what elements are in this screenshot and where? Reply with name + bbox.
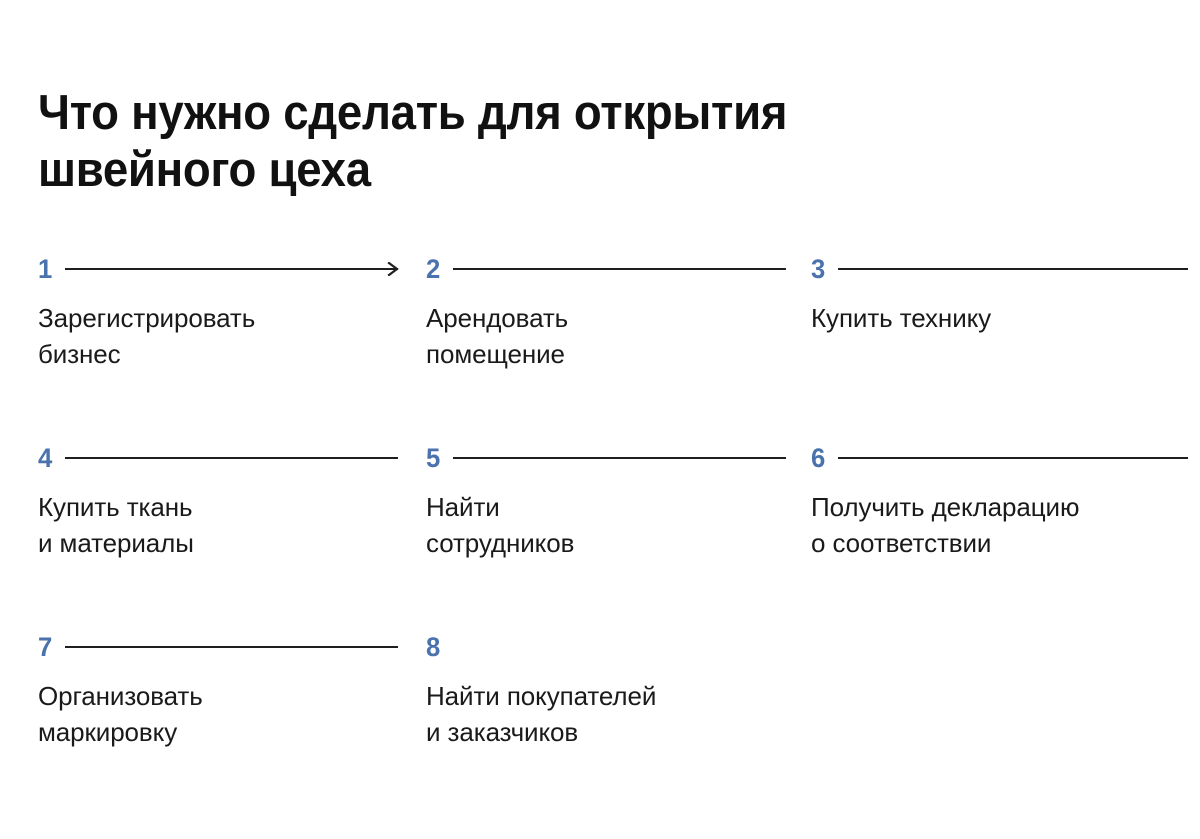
step-7-label: Организовать маркировку (38, 681, 203, 747)
step-6-label: Получить декларацию о соответствии (811, 492, 1080, 558)
step-2-number: 2 (426, 253, 441, 284)
steps-row-3: 7 Организовать маркировку 8 Найти по (0, 630, 1200, 819)
step-7-connector-line (65, 639, 399, 655)
step-3-header: 3 (811, 252, 1191, 286)
step-item-4[interactable]: 4 Купить ткань и материалы (38, 441, 410, 561)
step-5-connector-line (453, 450, 787, 466)
step-2-connector-line (453, 261, 787, 277)
step-3-connector-line (838, 261, 1189, 277)
page-title: Что нужно сделать для открытия швейного … (38, 85, 788, 198)
step-5-label: Найти сотрудников (426, 492, 575, 558)
step-7-header: 7 (38, 630, 410, 664)
step-5-header: 5 (426, 441, 798, 475)
step-4-number: 4 (38, 442, 53, 473)
step-4-connector-line (65, 450, 399, 466)
step-8-label: Найти покупателей и заказчиков (426, 681, 657, 747)
steps-row-1: 1 Зарегистрировать бизнес 2 (0, 252, 1200, 441)
step-6-number: 6 (811, 442, 826, 473)
steps-row-2: 4 Купить ткань и материалы 5 Найти с (0, 441, 1200, 630)
step-8-connector-line (453, 639, 786, 655)
step-item-5[interactable]: 5 Найти сотрудников (426, 441, 798, 561)
step-1-connector-arrow-icon (65, 261, 399, 277)
step-8-number: 8 (426, 631, 441, 662)
step-4-label: Купить ткань и материалы (38, 492, 194, 558)
step-3-number: 3 (811, 253, 826, 284)
step-1-label: Зарегистрировать бизнес (38, 303, 256, 369)
step-5-number: 5 (426, 442, 441, 473)
step-2-label: Арендовать помещение (426, 303, 569, 369)
step-7-number: 7 (38, 631, 53, 662)
step-4-header: 4 (38, 441, 410, 475)
step-6-header: 6 (811, 441, 1191, 475)
step-1-number: 1 (38, 253, 53, 284)
step-6-connector-line (838, 450, 1189, 466)
step-item-3[interactable]: 3 Купить технику (811, 252, 1191, 337)
step-1-header: 1 (38, 252, 410, 286)
step-8-header: 8 (426, 630, 798, 664)
step-item-2[interactable]: 2 Арендовать помещение (426, 252, 798, 372)
step-2-header: 2 (426, 252, 798, 286)
step-item-8[interactable]: 8 Найти покупателей и заказчиков (426, 630, 798, 750)
steps-grid: 1 Зарегистрировать бизнес 2 (0, 252, 1200, 819)
step-item-6[interactable]: 6 Получить декларацию о соответствии (811, 441, 1191, 561)
step-item-7[interactable]: 7 Организовать маркировку (38, 630, 410, 750)
step-3-label: Купить технику (811, 303, 992, 333)
step-item-1[interactable]: 1 Зарегистрировать бизнес (38, 252, 410, 372)
